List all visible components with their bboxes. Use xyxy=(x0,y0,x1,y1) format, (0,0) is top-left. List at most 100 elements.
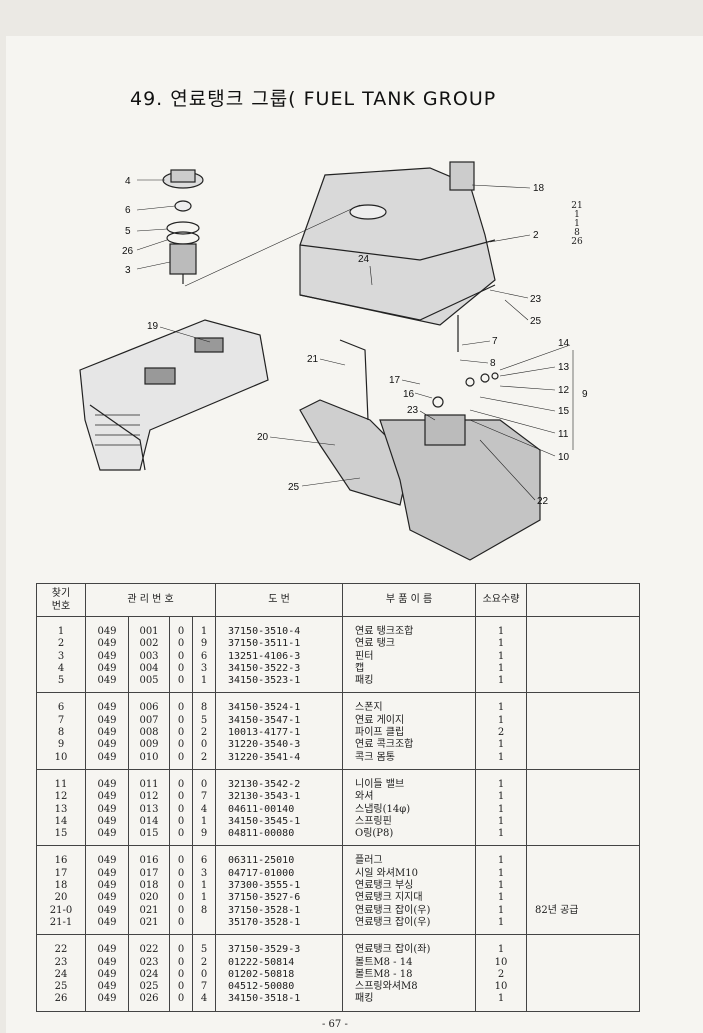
table-cell: 24 xyxy=(36,968,86,982)
table-cell: 0 xyxy=(169,714,193,728)
side-note-line: 21 xyxy=(571,201,583,211)
table-cell: 049 xyxy=(85,892,129,905)
table-cell: 연료 탱크 xyxy=(342,638,476,651)
table-cell: 연료 탱크조합 xyxy=(342,616,476,639)
callout-label: 13 xyxy=(558,362,570,373)
table-cell: 와셔 xyxy=(342,791,476,804)
table-cell: 31220-3541-4 xyxy=(215,751,343,770)
table-cell xyxy=(526,638,640,651)
table-cell: 1 xyxy=(475,828,527,847)
table-cell: 6 xyxy=(36,692,86,715)
table-cell: 파이프 클립 xyxy=(342,727,476,740)
table-cell: 049 xyxy=(85,828,129,847)
table-cell: 0 xyxy=(169,815,193,829)
callout-label: 12 xyxy=(558,385,570,396)
table-cell: 37150-3510-4 xyxy=(215,616,343,639)
table-cell: 049 xyxy=(85,769,129,792)
table-cell: 1 xyxy=(192,892,216,905)
table-cell xyxy=(526,714,640,728)
callout-label: 19 xyxy=(147,321,159,332)
table-cell: 23 xyxy=(36,956,86,969)
table-cell: 0 xyxy=(169,769,193,792)
table-cell: 025 xyxy=(128,981,170,994)
table-cell: 15 xyxy=(36,828,86,847)
table-cell: 1 xyxy=(192,815,216,829)
table-header: 찾기 번호 관 리 번 호 도 번 부 품 이 름 소요수량 xyxy=(36,583,640,617)
table-cell: 049 xyxy=(85,692,129,715)
table-cell: 1 xyxy=(192,675,216,694)
table-cell: 34150-3522-3 xyxy=(215,662,343,676)
table-cell: 049 xyxy=(85,791,129,804)
table-cell: 1 xyxy=(36,616,86,639)
table-cell: 0 xyxy=(169,616,193,639)
table-cell: 2 xyxy=(192,956,216,969)
table-cell: 13251-4106-3 xyxy=(215,650,343,663)
table-cell: 패킹 xyxy=(342,675,476,694)
table-cell: 26 xyxy=(36,993,86,1012)
table-cell: 0 xyxy=(169,675,193,694)
table-cell: 0 xyxy=(169,845,193,868)
table-cell: 4 xyxy=(192,993,216,1012)
callout-label: 5 xyxy=(125,226,131,237)
table-cell: 32130-3542-2 xyxy=(215,769,343,792)
table-cell: 013 xyxy=(128,803,170,816)
table-cell: 8 xyxy=(36,727,86,740)
table-cell: 9 xyxy=(192,638,216,651)
table-cell: 049 xyxy=(85,956,129,969)
table-cell xyxy=(526,616,640,639)
table-cell: 5 xyxy=(36,675,86,694)
table-cell: 1 xyxy=(475,675,527,694)
table-cell: 14 xyxy=(36,815,86,829)
table-cell: 04811-00080 xyxy=(215,828,343,847)
table-cell: 1 xyxy=(475,934,527,957)
callout-label: 21 xyxy=(307,354,319,365)
header-management-no: 관 리 번 호 xyxy=(85,583,216,617)
table-cell: 10013-4177-1 xyxy=(215,727,343,740)
table-cell: O링(P8) xyxy=(342,828,476,847)
table-cell: 4 xyxy=(192,803,216,816)
table-cell: 21-1 xyxy=(36,916,86,936)
callout-label: 2 xyxy=(533,230,539,241)
table-cell: 1 xyxy=(475,904,527,917)
table-cell: 007 xyxy=(128,714,170,728)
callout-label: 18 xyxy=(533,183,545,194)
table-cell: 34150-3524-1 xyxy=(215,692,343,715)
table-cell: 시일 와셔M10 xyxy=(342,867,476,881)
table-cell: 핀터 xyxy=(342,650,476,663)
table-cell: 026 xyxy=(128,993,170,1012)
table-cell: 1 xyxy=(475,769,527,792)
table-cell: 0 xyxy=(169,956,193,969)
side-note: 21 1 1 8 26 xyxy=(570,202,584,247)
table-cell: 049 xyxy=(85,714,129,728)
table-cell: 010 xyxy=(128,751,170,770)
table-cell: 35170-3528-1 xyxy=(215,916,343,936)
table-cell: 0 xyxy=(169,751,193,770)
table-cell: 2 xyxy=(192,727,216,740)
table-cell: 6 xyxy=(192,650,216,663)
table-cell: 0 xyxy=(169,692,193,715)
table-cell: 011 xyxy=(128,769,170,792)
table-cell: 10 xyxy=(475,956,527,969)
table-cell: 0 xyxy=(169,828,193,847)
table-cell: 006 xyxy=(128,692,170,715)
callout-label: 6 xyxy=(125,205,131,216)
table-cell xyxy=(526,692,640,715)
table-cell: 1 xyxy=(475,791,527,804)
table-cell xyxy=(526,751,640,770)
table-cell: 005 xyxy=(128,675,170,694)
table-cell: 004 xyxy=(128,662,170,676)
table-cell: 37150-3527-6 xyxy=(215,892,343,905)
table-cell: 1 xyxy=(475,739,527,752)
table-cell: 04717-01000 xyxy=(215,867,343,881)
table-cell: 7 xyxy=(36,714,86,728)
callout-label: 11 xyxy=(558,429,569,440)
table-cell xyxy=(192,916,216,936)
table-cell: 01222-50814 xyxy=(215,956,343,969)
page-number: - 67 - xyxy=(322,1019,348,1030)
table-cell xyxy=(526,769,640,792)
